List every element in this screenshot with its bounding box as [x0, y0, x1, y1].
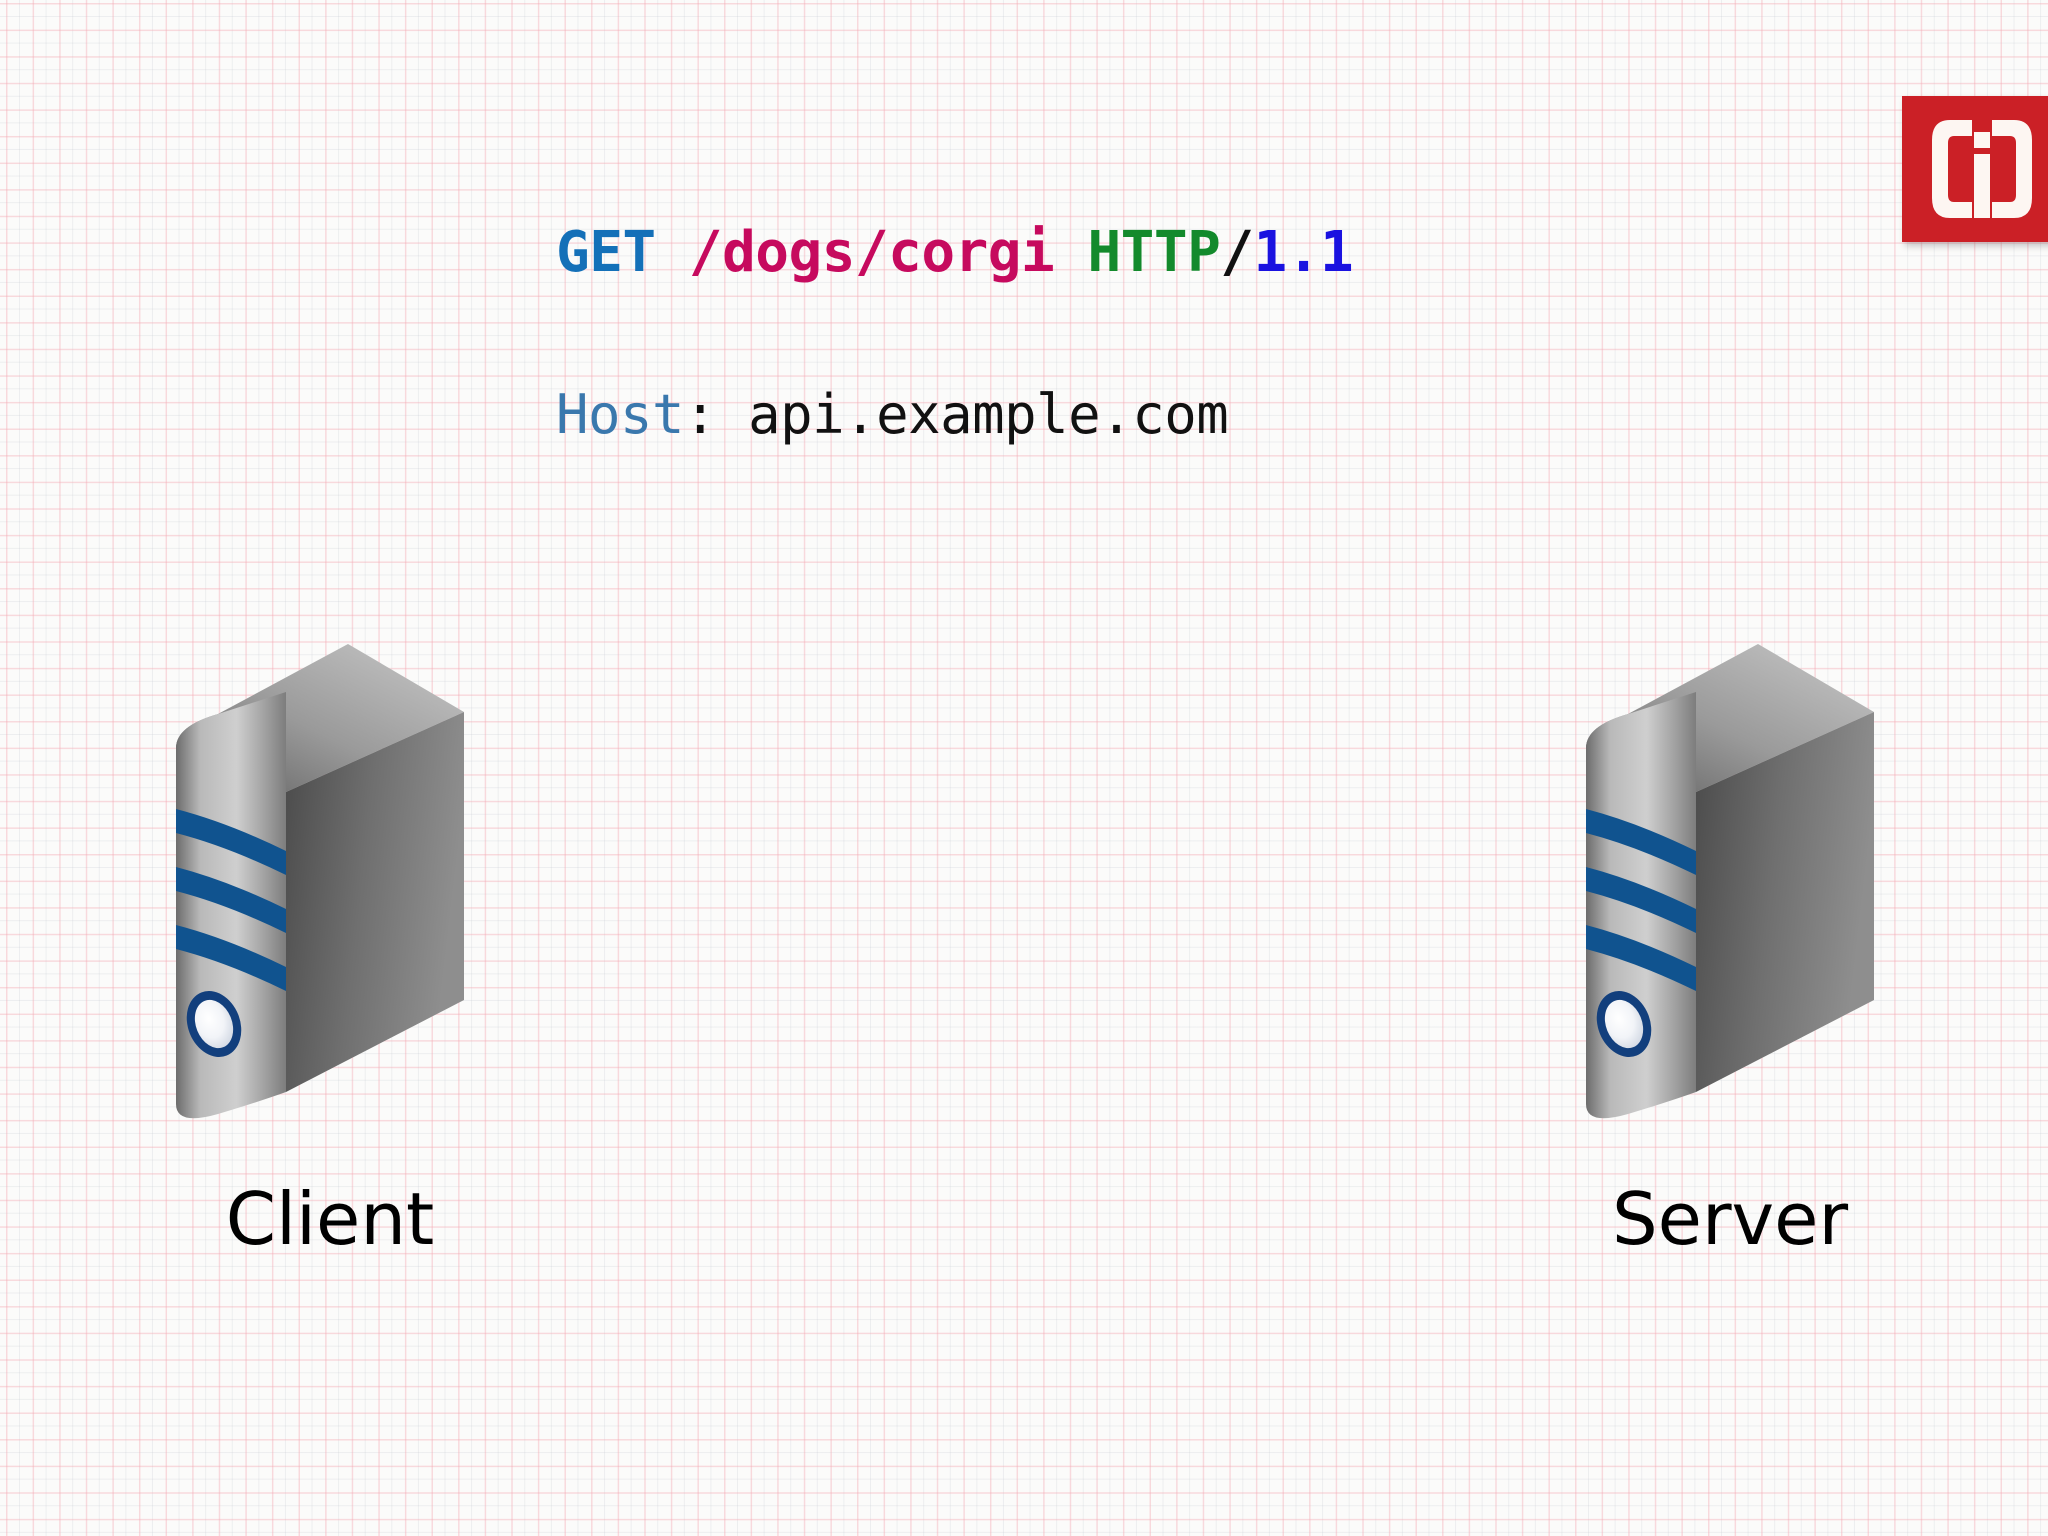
- server-tower-icon: [176, 644, 464, 1119]
- client-node-icon: [158, 630, 488, 1130]
- space-1: [656, 220, 689, 285]
- request-line: GET /dogs/corgi HTTP/1.1: [556, 225, 1354, 281]
- http-protocol: HTTP: [1087, 220, 1221, 285]
- server-label: Server: [1611, 1177, 1849, 1261]
- server-tower-icon: [1586, 644, 1874, 1119]
- bracket-i-icon: [1932, 120, 2032, 218]
- header-separator: :: [684, 383, 749, 446]
- http-request-text: GET /dogs/corgi HTTP/1.1 Host: api.examp…: [556, 168, 1354, 499]
- server-node-icon: [1568, 630, 1898, 1130]
- bracket-i-logo: [1902, 96, 2048, 242]
- http-path: /dogs/corgi: [688, 220, 1055, 285]
- client-label: Client: [225, 1177, 435, 1261]
- space-2: [1054, 220, 1087, 285]
- http-method: GET: [556, 220, 656, 285]
- protocol-slash: /: [1220, 220, 1254, 285]
- host-header-line: Host: api.example.com: [556, 388, 1353, 442]
- header-value-host: api.example.com: [748, 383, 1229, 446]
- header-name-host: Host: [556, 383, 685, 446]
- http-version: 1.1: [1253, 220, 1354, 285]
